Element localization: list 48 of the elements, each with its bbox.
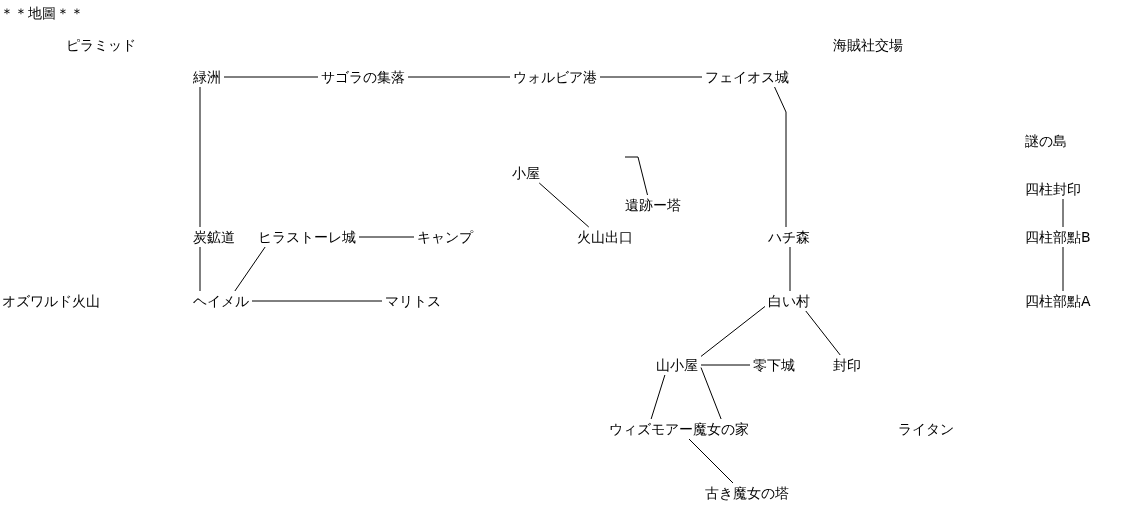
place-name: 封印 [833,356,861,374]
place-name: 山小屋 [656,356,698,374]
connector-line [1062,246,1064,292]
place-name: 四柱部點B [1025,228,1091,246]
connector-line [538,182,590,228]
connector-line [223,76,319,78]
place-name: キャンプ [417,228,473,246]
place-name: 緑洲 [193,68,221,86]
connector-line [358,236,415,238]
place-name: 古き魔女の塔 [705,484,789,502]
place-name: フェイオス城 [705,68,789,86]
place-name: ライタン [898,420,954,438]
connector-line [789,246,791,292]
connector-line [624,156,648,196]
place-name: 火山出口 [577,228,633,246]
place-name: ウィズモアー魔女の家 [609,420,749,438]
place-name: 遺跡ー塔 [625,196,681,214]
place-name: 白い村 [768,292,810,310]
connector-line [199,246,201,292]
place-name: ヘイメル [193,292,249,310]
connector-line [199,86,201,228]
connector-line [599,76,703,78]
connector-line [805,310,841,356]
place-name: 四柱封印 [1025,180,1081,198]
place-name: ハチ森 [768,228,810,246]
place-name: オズワルド火山 [2,292,100,310]
place-name: 四柱部點A [1025,292,1091,310]
connector-line [234,246,266,292]
connector-line [688,438,734,484]
connector-line [774,86,787,228]
connector-line [251,300,383,302]
place-name: サゴラの集落 [321,68,405,86]
place-name: 海賊社交場 [833,36,903,54]
place-name: 炭鉱道 [193,228,235,246]
place-name: ウォルビア港 [513,68,597,86]
place-name: ピラミッド [66,36,136,54]
connector-line [650,374,666,420]
connector-line [1062,198,1064,228]
connector-line [700,367,722,420]
connector-line [700,305,766,357]
map-title: ＊＊地圖＊＊ [0,4,84,22]
place-name: 小屋 [512,164,540,182]
place-name: 零下城 [753,356,795,374]
place-name: 謎の島 [1025,132,1067,150]
connector-line [700,364,751,366]
connector-line [407,76,511,78]
place-name: ヒラストーレ城 [258,228,356,246]
place-name: マリトス [385,292,441,310]
